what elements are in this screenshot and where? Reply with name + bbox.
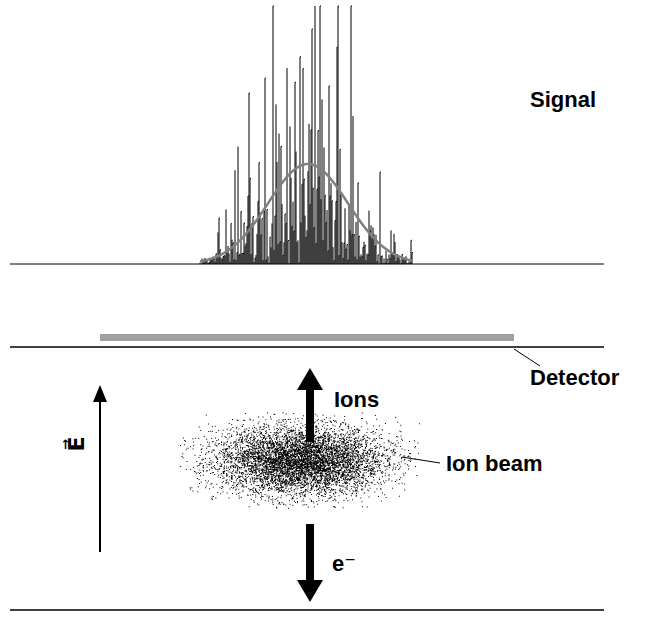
- ions-label: Ions: [334, 388, 379, 412]
- gaussian-fit: [200, 164, 412, 261]
- detector-label: Detector: [530, 366, 619, 390]
- top-electrode: [10, 346, 604, 348]
- ion-beam-cloud: [180, 412, 420, 509]
- field-arrow-shaft: [99, 398, 101, 552]
- electron-arrow-shaft: [306, 524, 314, 582]
- leader-line: [514, 349, 540, 366]
- signal-spikes: [200, 6, 413, 264]
- field-arrow-head: [93, 385, 107, 402]
- electron-arrow-head: [297, 580, 323, 602]
- detector-bar: [100, 334, 514, 341]
- ions-arrow-head: [297, 368, 323, 390]
- ions-arrow-shaft: [306, 388, 314, 442]
- leader-line: [402, 457, 440, 463]
- bottom-electrode: [10, 609, 604, 611]
- electron-label: e⁻: [332, 552, 356, 576]
- ion-beam-label: Ion beam: [446, 452, 543, 476]
- signal-label: Signal: [530, 88, 596, 112]
- signal-trace: [200, 6, 413, 264]
- field-label: E⃗: [65, 437, 89, 452]
